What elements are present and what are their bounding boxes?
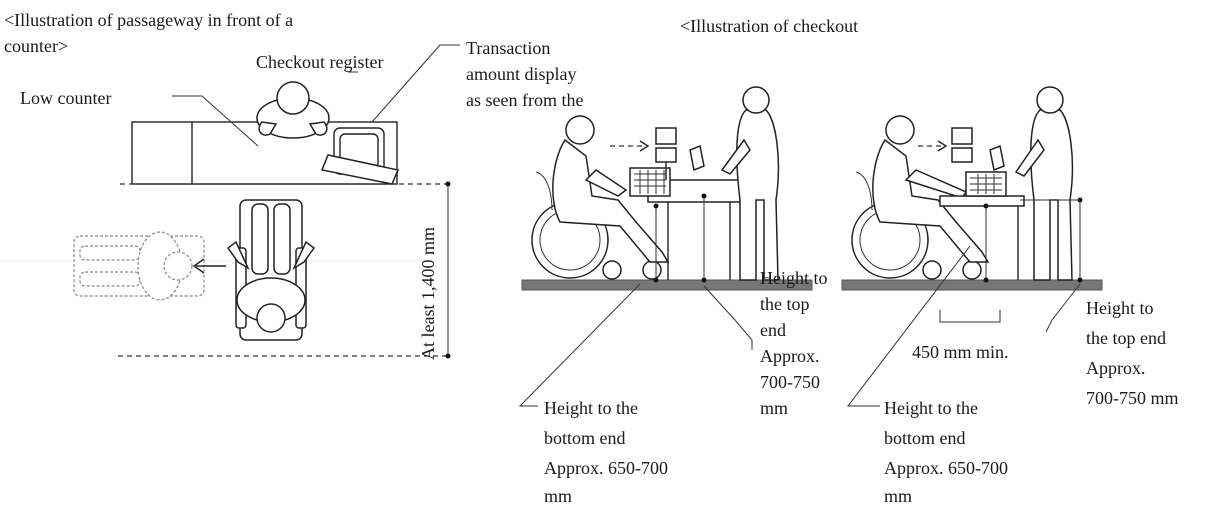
fig2-bottom-label-1: Height to the (884, 398, 978, 418)
fig2-top-label-3: Approx. (1086, 358, 1146, 378)
fig1-bottom-label-2: bottom end (544, 428, 626, 448)
label-low-counter: Low counter (20, 88, 112, 108)
label-checkout-register: Checkout register (256, 52, 384, 72)
label-passage-width: At least 1,400 mm (418, 227, 438, 360)
fig2-width-label: 450 mm min. (912, 342, 1009, 362)
fig2-top-label-4: 700-750 mm (1086, 388, 1179, 408)
fig1-top-label-6: mm (760, 398, 789, 418)
right-title: <Illustration of checkout (680, 16, 859, 36)
fig2-bottom-label-2: bottom end (884, 428, 966, 448)
left-title-line-2: counter> (4, 36, 69, 56)
ghost-wheelchair-user (73, 231, 205, 301)
fig1-top-label-5: 700-750 (760, 372, 820, 392)
label-transaction-line-2: amount display (466, 64, 577, 84)
checkout-elevation-2 (841, 86, 1103, 407)
transaction-display-shape (320, 154, 400, 185)
fig1-top-label-4: Approx. (760, 346, 820, 366)
fig1-bottom-label-4: mm (544, 486, 573, 506)
fig1-top-label-2: the top (760, 294, 810, 314)
left-title-line-1: <Illustration of passageway in front of … (4, 10, 294, 30)
fig2-bottom-label-4: mm (884, 486, 913, 506)
label-transaction-line-1: Transaction (466, 38, 551, 58)
fig2-bottom-label-3: Approx. 650-700 (884, 458, 1008, 478)
fig2-top-label-1: Height to (1086, 298, 1154, 318)
fig2-top-label-2: the top end (1086, 328, 1166, 348)
fig1-bottom-label-3: Approx. 650-700 (544, 458, 668, 478)
wheelchair-user-top (226, 199, 316, 341)
checkout-elevation-1 (518, 86, 813, 407)
cashier-figure-top (256, 81, 330, 139)
fig1-bottom-label-1: Height to the (544, 398, 638, 418)
fig1-top-label-3: end (760, 320, 786, 340)
fig1-top-label-1: Height to (760, 268, 828, 288)
plan-view-drawing (0, 44, 460, 359)
label-transaction-line-3: as seen from the (466, 90, 584, 110)
